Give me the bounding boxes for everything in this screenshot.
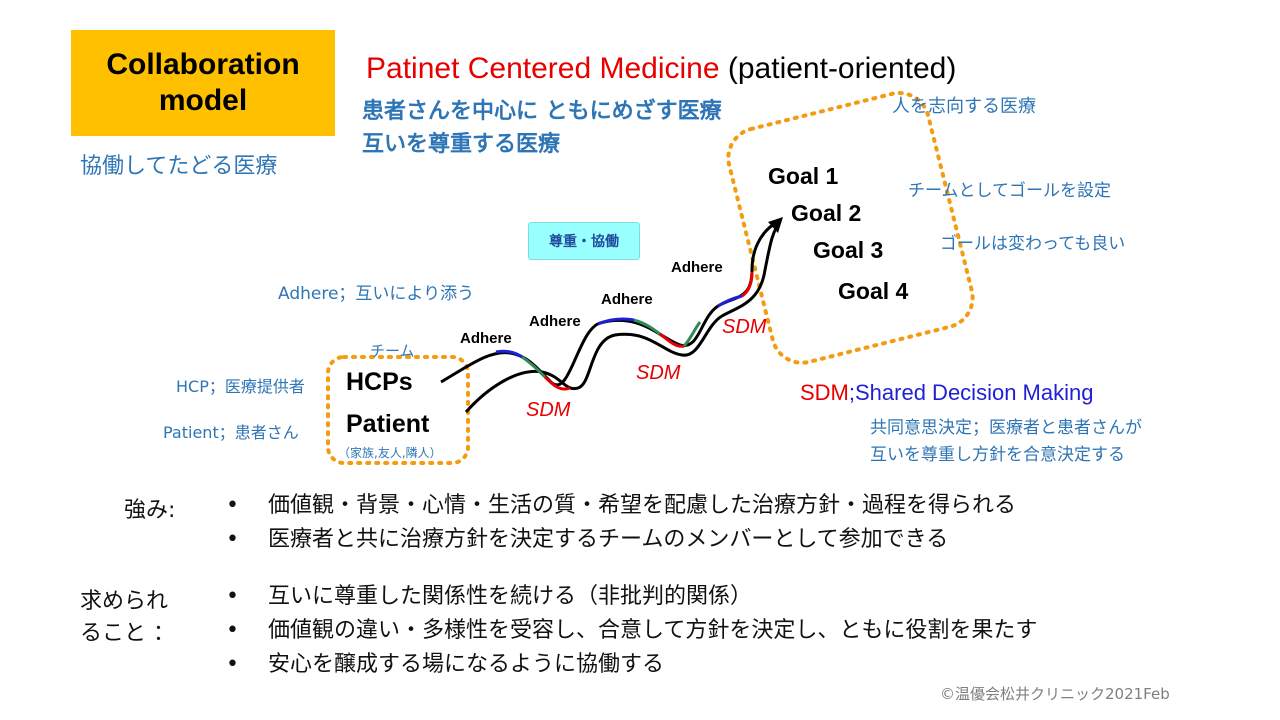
sdm-segment-red-1 [543, 375, 571, 391]
sdm-segment-red-2 [659, 332, 685, 348]
sdm-label-2: SDM [636, 362, 681, 384]
sdm-segment-red-3 [741, 271, 754, 298]
goal-1-label: Goal 1 [768, 163, 839, 189]
adhere-description: Adhere；互いにより添う [278, 284, 475, 304]
strength-item: 価値観・背景・心情・生活の質・希望を配慮した治療方針・過程を得られる [226, 489, 1016, 523]
sdm-label-1: SDM [526, 399, 571, 421]
adhere-segment-blue-2 [597, 317, 635, 326]
goal-2-label: Goal 2 [791, 200, 862, 226]
goals-note-change: ゴールは変わっても良い [940, 234, 1126, 254]
sdm-label-3: SDM [722, 316, 767, 338]
strengths-list: 価値観・背景・心情・生活の質・希望を配慮した治療方針・過程を得られる 医療者と共… [226, 489, 1016, 557]
page-title-black: (patient-oriented) [719, 52, 957, 85]
collaboration-model-title: Collaboration model [106, 48, 300, 117]
sdm-full-name: ;Shared Decision Making [848, 380, 1094, 405]
requirements-label-line1: 求められ [80, 589, 169, 614]
patient-label: Patient [346, 410, 430, 438]
page-title-red: Patinet Centered Medicine [366, 52, 720, 85]
adhere-segment-green-3 [682, 321, 702, 348]
requirements-label-line2: ること ： [80, 621, 175, 646]
hcp-description: HCP；医療提供者 [176, 377, 305, 396]
adhere-segment-blue-1 [495, 349, 523, 359]
sdm-abbr: SDM [800, 380, 849, 405]
respect-collaboration-badge: 尊重・協働 [528, 222, 640, 260]
copyright-text: ©温優会松井クリニック2021Feb [940, 685, 1170, 703]
adhere-segment-green-1 [521, 355, 547, 379]
arrow-head-icon [768, 217, 783, 233]
goals-note-team: チームとしてゴールを設定 [908, 181, 1111, 201]
requirement-item: 互いに尊重した関係性を続ける（非批判的関係） [226, 580, 1037, 614]
strengths-label: 強み: [124, 498, 176, 523]
hcps-label: HCPs [346, 368, 413, 396]
sdm-description-line2: 互いを尊重し方針を合意決定する [870, 445, 1125, 465]
header-subtitle-line2: 互いを尊重する医療 [362, 132, 561, 157]
header-aside: 人を志向する医療 [892, 96, 1036, 117]
family-label: （家族,友人,隣人） [338, 446, 442, 460]
page-title: Patinet Centered Medicine (patient-orien… [366, 52, 956, 86]
adhere-segment-blue-3 [717, 294, 743, 308]
sdm-description-line1: 共同意思決定；医療者と患者さんが [870, 418, 1142, 438]
requirement-item: 安心を醸成する場になるように協働する [226, 648, 1037, 682]
header-subtitle-line1: 患者さんを中心に ともにめざす医療 [362, 99, 722, 124]
collaboration-model-box: Collaboration model [71, 30, 335, 136]
requirement-item: 価値観の違い・多様性を受容し、合意して方針を決定し、ともに役割を果たす [226, 614, 1037, 648]
adhere-label-4: Adhere [671, 259, 723, 276]
goals-dotted-box [726, 91, 975, 365]
goal-4-label: Goal 4 [838, 278, 909, 304]
adhere-label-3: Adhere [601, 291, 653, 308]
collaboration-subtitle: 協働してたどる医療 [80, 154, 278, 179]
adhere-label-1: Adhere [460, 330, 512, 347]
strength-item: 医療者と共に治療方針を決定するチームのメンバーとして参加できる [226, 523, 1016, 557]
sdm-definition-title: SDM;Shared Decision Making [800, 380, 1093, 406]
requirements-list: 互いに尊重した関係性を続ける（非批判的関係） 価値観の違い・多様性を受容し、合意… [226, 580, 1037, 682]
goal-3-label: Goal 3 [813, 237, 884, 263]
adhere-segment-green-2 [633, 318, 661, 336]
adhere-label-2: Adhere [529, 313, 581, 330]
team-label: チーム [370, 342, 415, 360]
patient-description: Patient；患者さん [163, 423, 299, 442]
